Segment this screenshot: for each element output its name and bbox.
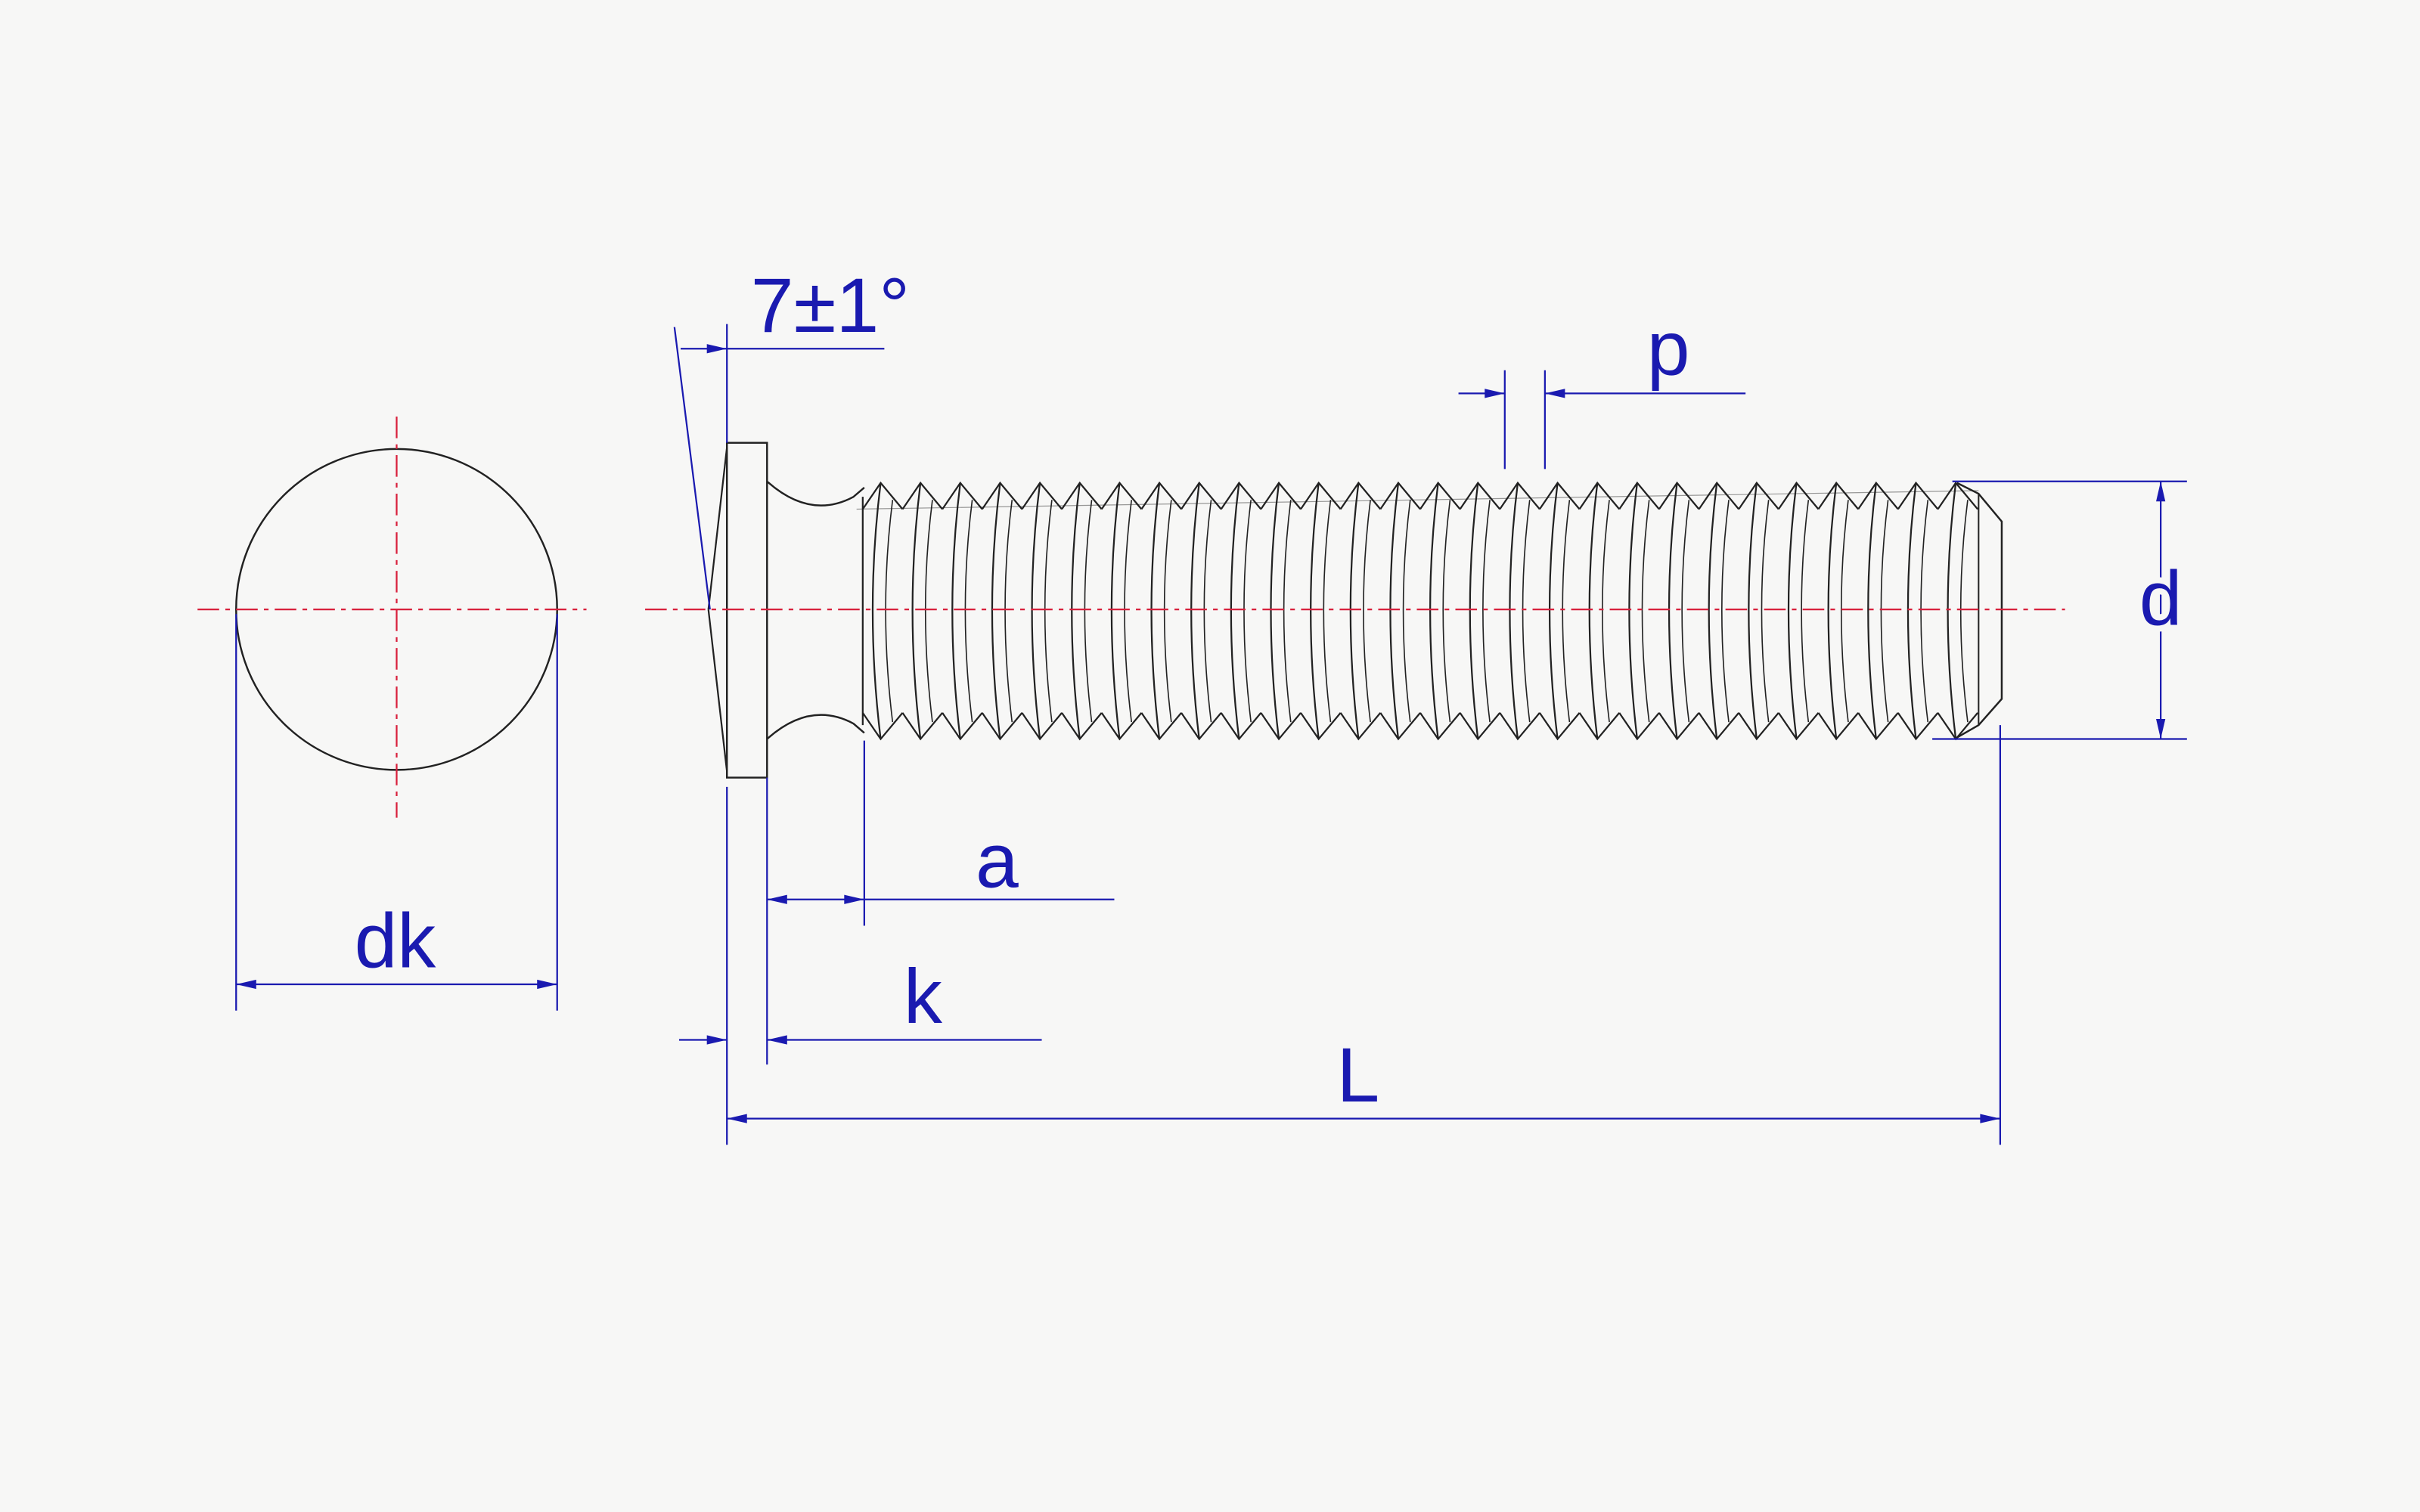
neck-undercut-bottom xyxy=(766,714,865,740)
thread-turn xyxy=(1140,481,1182,741)
thread-turn xyxy=(1021,481,1063,741)
thread-root-line xyxy=(1363,500,1371,723)
angle-arrow xyxy=(706,344,728,354)
thread-turn xyxy=(1061,481,1103,741)
d-label: d xyxy=(2139,556,2183,642)
thread-root-line xyxy=(1243,500,1252,723)
thread-root-line xyxy=(1482,500,1491,723)
thread-turn xyxy=(1777,481,1820,741)
thread-turn xyxy=(1698,481,1740,741)
l-arrow-left xyxy=(727,1114,747,1123)
thread-turn xyxy=(1618,481,1660,741)
dk-arrow-left xyxy=(236,979,256,990)
thread-root-line xyxy=(1840,500,1849,723)
k-arrow-right xyxy=(767,1035,787,1045)
thread-root-line xyxy=(1920,500,1929,723)
thread-root-line xyxy=(885,500,894,723)
thread-turn xyxy=(1857,481,1899,741)
thread-turn xyxy=(1100,481,1143,741)
thread-turn xyxy=(1459,481,1501,741)
angle-reference-line xyxy=(673,327,711,610)
thread-turn xyxy=(1897,481,1939,741)
thread-root-line xyxy=(1163,500,1172,723)
pitch-arrow-right xyxy=(1544,389,1565,398)
thread-turn xyxy=(1379,481,1421,741)
a-dimension: a xyxy=(766,740,1115,1065)
l-arrow-right xyxy=(1980,1114,2000,1123)
thread-root-line xyxy=(1044,500,1053,723)
angle-label: 7±1° xyxy=(751,262,910,349)
thread-root-line xyxy=(1562,500,1571,723)
a-arrow-left xyxy=(767,894,787,904)
thread-root-line xyxy=(1402,500,1411,723)
l-dimension: L xyxy=(727,725,2002,1145)
d-arrow-bottom xyxy=(2156,719,2166,739)
thread-turn xyxy=(942,481,983,741)
thread-turn xyxy=(1220,481,1262,741)
thread-turn xyxy=(1260,481,1302,741)
thread-root-line xyxy=(1442,500,1451,723)
neck-undercut-top xyxy=(766,480,865,507)
dk-arrow-right xyxy=(537,979,557,990)
thread-root-line xyxy=(1124,500,1133,723)
thread-root-line xyxy=(1959,500,1969,723)
head-taper-lower xyxy=(707,609,728,772)
thread-turn xyxy=(1538,481,1581,741)
thread-root-line xyxy=(1522,500,1531,723)
pitch-arrow-left xyxy=(1485,389,1505,398)
head-end-view xyxy=(197,417,587,818)
thread-turn xyxy=(1339,481,1382,741)
thread-crest-top xyxy=(856,490,1979,510)
thread-turn xyxy=(1817,481,1860,741)
thread-turn xyxy=(861,481,904,741)
thread-turn xyxy=(1181,481,1222,741)
thread-turn xyxy=(901,481,943,741)
k-dimension: k xyxy=(678,786,1042,1145)
thread-turn xyxy=(1738,481,1779,741)
dk-label: dk xyxy=(355,898,437,984)
angle-dimension: 7±1° xyxy=(673,262,910,610)
thread-turn xyxy=(1419,481,1461,741)
thread-root-line xyxy=(1801,500,1810,723)
thread-turn xyxy=(1658,481,1700,741)
thread-turn xyxy=(1578,481,1621,741)
thread-root-line xyxy=(1283,500,1292,723)
thread-turn xyxy=(1937,481,1978,741)
pitch-label: p xyxy=(1647,305,1690,392)
thread-root-line xyxy=(1004,500,1013,723)
thread-root-line xyxy=(1641,500,1650,723)
diameter-dimension: d xyxy=(1932,480,2189,740)
a-label: a xyxy=(976,817,1019,903)
thread-root-line xyxy=(1761,500,1770,723)
thread-root-line xyxy=(1720,500,1730,723)
thread-root-line xyxy=(964,500,973,723)
thread-root-line xyxy=(1084,500,1093,723)
pitch-dimension: p xyxy=(1458,305,1746,469)
thread-root-line xyxy=(1602,500,1610,723)
thread-root-line xyxy=(1323,500,1332,723)
l-label: L xyxy=(1337,1032,1380,1118)
thread-turn xyxy=(981,481,1023,741)
dk-dimension: dk xyxy=(235,614,558,1011)
a-arrow-right xyxy=(844,894,864,904)
thread-turn xyxy=(1300,481,1342,741)
k-arrow-left xyxy=(706,1035,728,1045)
thread-turn xyxy=(1499,481,1540,741)
thread-root-line xyxy=(1880,500,1889,723)
thread-root-line xyxy=(1681,500,1690,723)
thread-root-line xyxy=(924,500,933,723)
thread-profile xyxy=(861,481,1978,741)
head-taper-upper xyxy=(707,447,728,610)
d-arrow-top xyxy=(2156,481,2166,502)
thread-root-line xyxy=(1203,500,1212,723)
k-label: k xyxy=(904,953,943,1040)
screw-side-view xyxy=(645,442,2065,779)
